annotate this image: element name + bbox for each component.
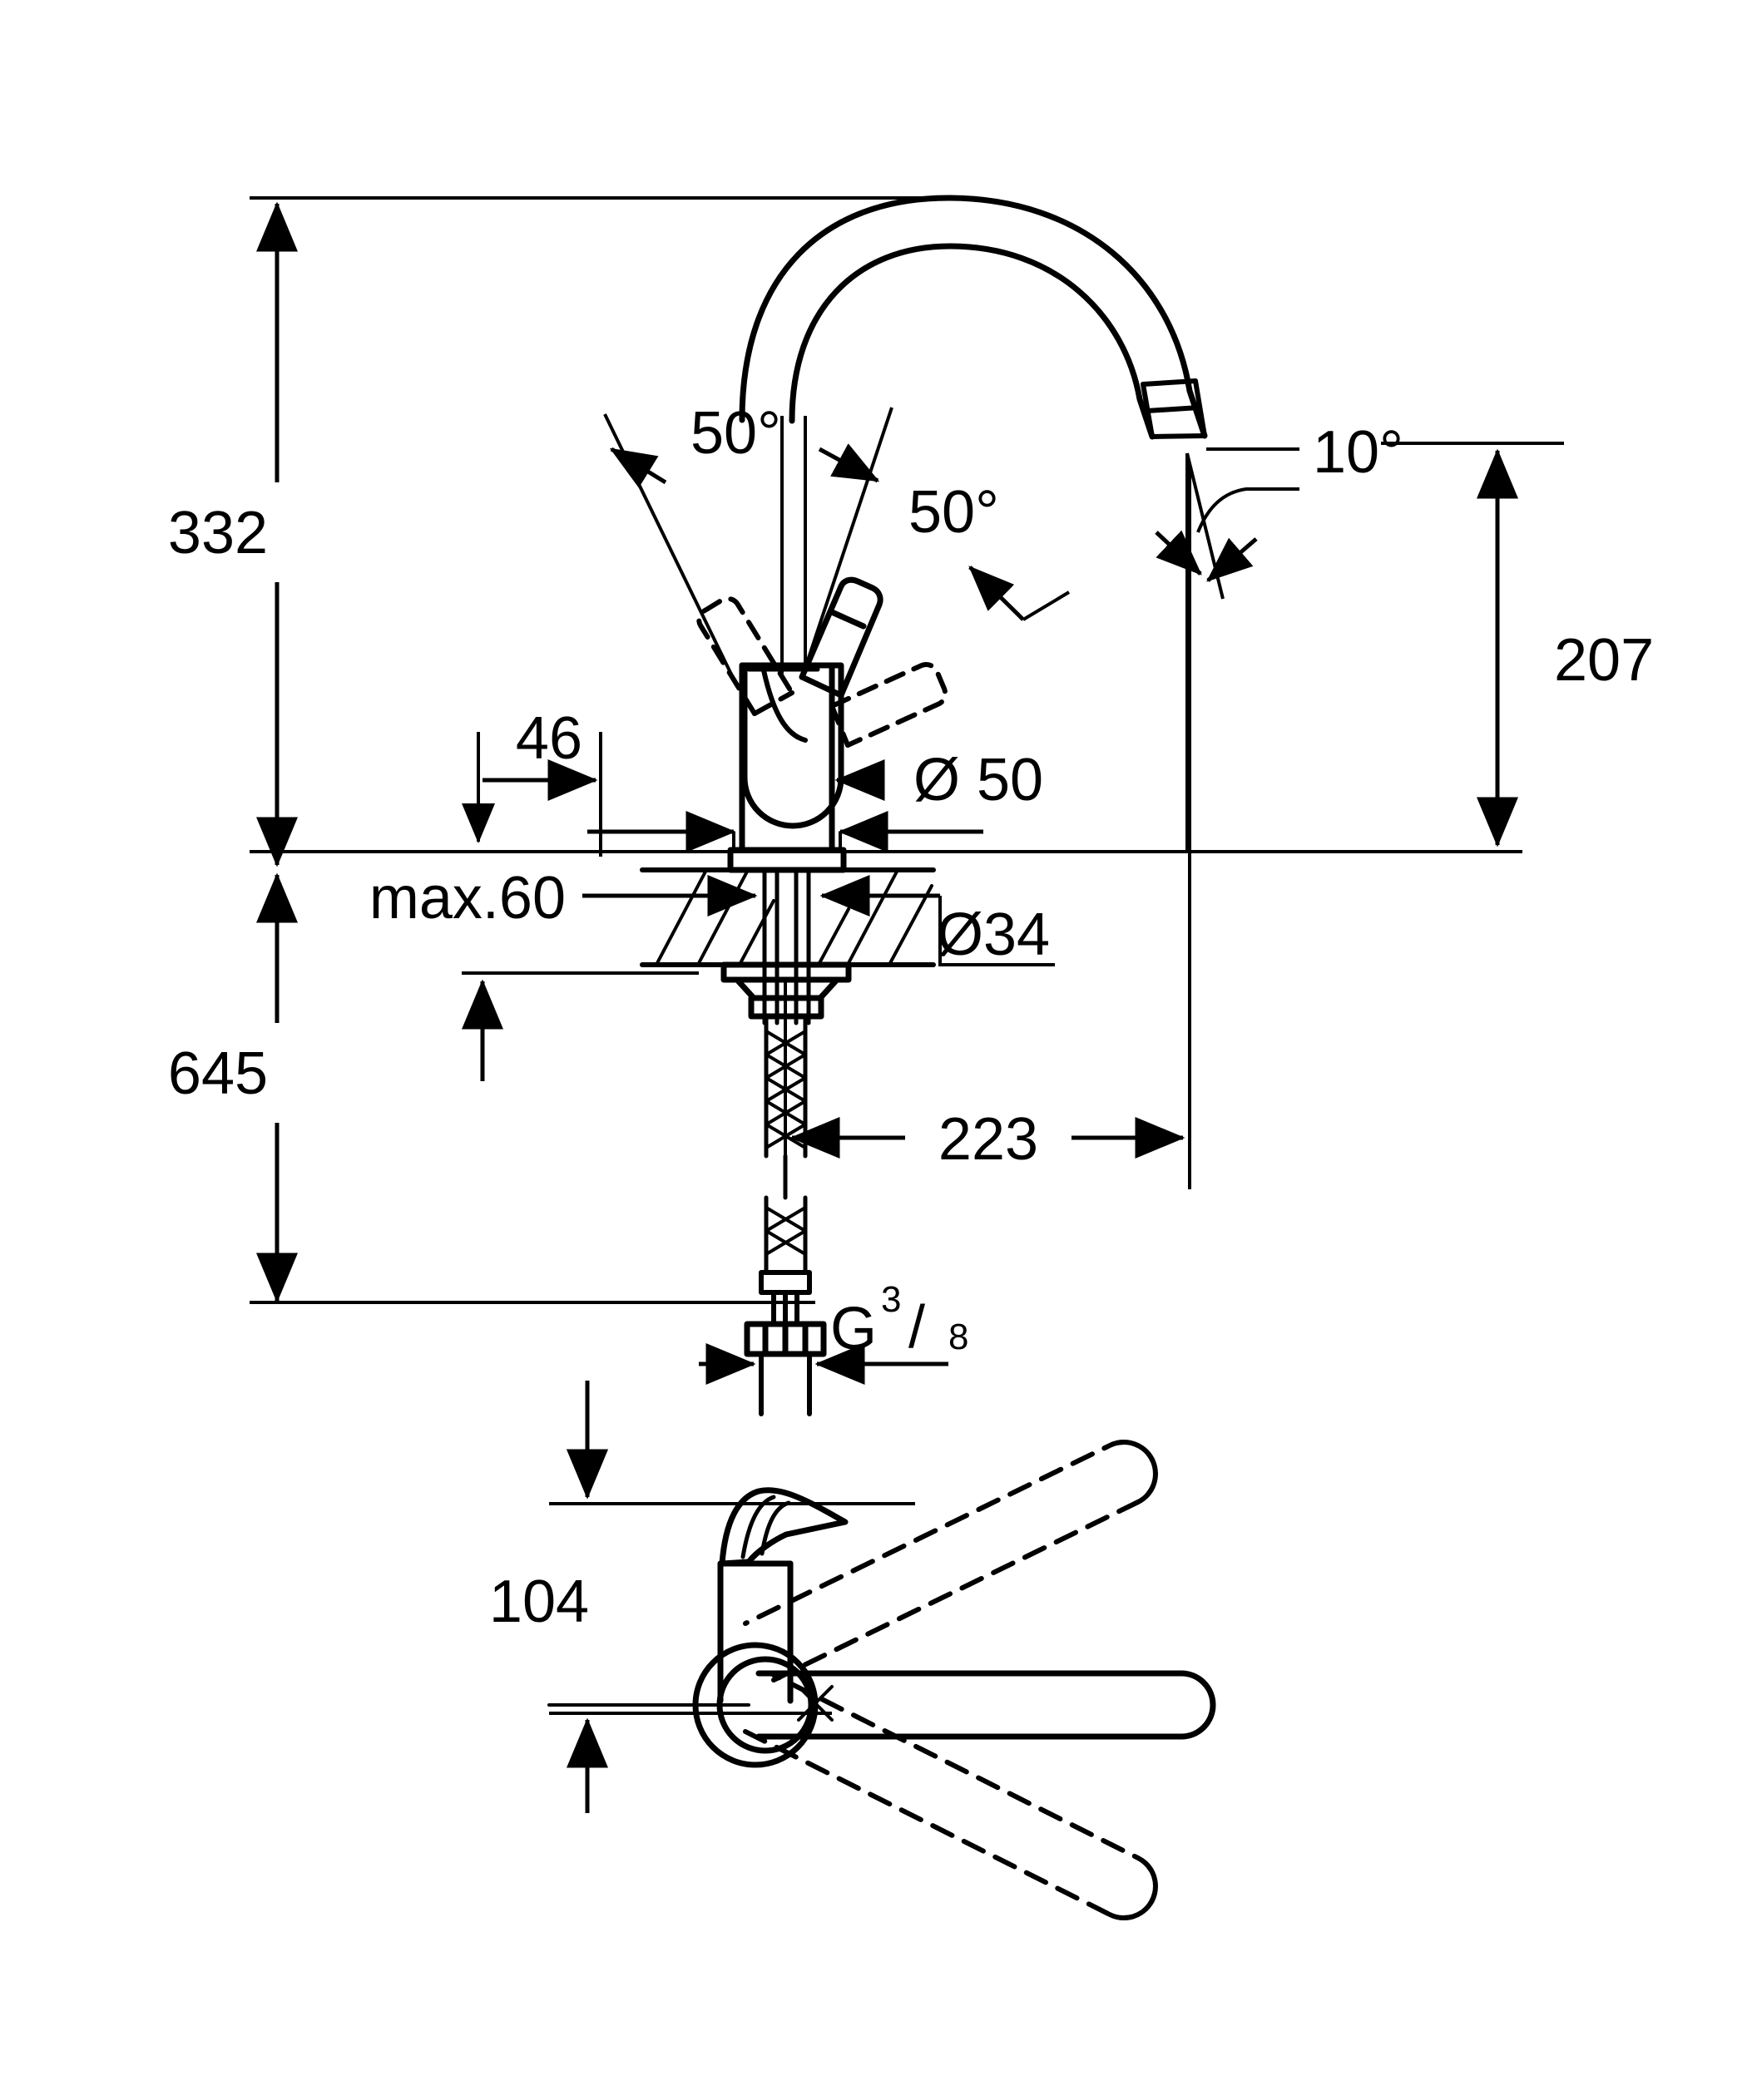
- plan-lever-detail-a: [740, 1495, 776, 1559]
- braided-hose-lower: [764, 1195, 808, 1275]
- dimension-label-d34: Ø34: [937, 902, 1050, 968]
- dimension-332: [250, 196, 957, 867]
- plan-lever-handle: [719, 1487, 849, 1567]
- angle-label-50-left: 50°: [690, 400, 781, 467]
- dimension-label-645: 645: [168, 1040, 268, 1107]
- plan-projection: [549, 1381, 915, 1813]
- angle-arrow-50-right-b: [968, 566, 1025, 621]
- dimension-label-max60: max.60: [369, 865, 566, 931]
- dimension-label-332: 332: [168, 500, 268, 566]
- angle-arrow-50-left: [609, 447, 667, 488]
- dimension-max60: [462, 875, 940, 1081]
- spout-inner-contour: [789, 243, 1156, 440]
- plan-spout-phantom-upper: [743, 1440, 1158, 1682]
- thread-label-slash: /: [908, 1294, 925, 1361]
- lever-handle-solid: [799, 576, 883, 699]
- dimension-label-d50: Ø 50: [913, 747, 1043, 813]
- lever-handle-phantom-right: [829, 662, 948, 748]
- angle-10-spout: [1155, 447, 1299, 852]
- thread-label-denominator: 8: [948, 1317, 968, 1357]
- dimension-d50: [587, 759, 983, 853]
- angle-arrow-10-right: [1206, 537, 1258, 582]
- plan-spout-phantom-lower: [743, 1673, 1158, 1920]
- plan-body-outline: [717, 1560, 794, 1704]
- dimension-label-46: 46: [516, 705, 582, 772]
- aerator-detail: [1141, 378, 1207, 439]
- dimension-d34: [938, 896, 1055, 966]
- dimension-label-207: 207: [1554, 627, 1654, 694]
- plan-centre-mark: [797, 1685, 834, 1722]
- angle-leader-50-right: [1022, 590, 1071, 621]
- plan-lever-detail-b: [760, 1500, 791, 1556]
- angle-leader-10-left: [1196, 487, 1299, 533]
- dimension-645: [250, 872, 815, 1304]
- top-plan-view: [547, 1440, 1216, 1920]
- dimension-label-104: 104: [489, 1569, 589, 1635]
- supply-tube-stub: [759, 1351, 812, 1416]
- dimension-46: [462, 732, 602, 857]
- thread-label-numerator: 3: [881, 1279, 901, 1320]
- dimension-207: [1381, 442, 1564, 847]
- thread-label-prefix: G: [830, 1296, 877, 1362]
- angle-label-50-right: 50°: [908, 479, 999, 546]
- angle-50-left: [603, 413, 784, 685]
- dimension-223: [784, 466, 1191, 1189]
- lever-handle-phantom-left: [696, 595, 794, 716]
- lever-boss-curve: [761, 668, 808, 743]
- thread-label-g38: G 3 / 8: [830, 1279, 968, 1362]
- g38-connector-nut: [744, 1321, 827, 1357]
- angle-label-10: 10°: [1313, 419, 1403, 486]
- angle-50-right: [801, 407, 1071, 676]
- plan-spout-solid: [755, 1670, 1216, 1740]
- angle-arrow-10-left: [1155, 530, 1202, 576]
- leader-d34: [938, 896, 1055, 966]
- hose-end-collar: [759, 1270, 812, 1327]
- angle-arrow-50-right-a: [818, 443, 880, 483]
- dimension-label-223: 223: [938, 1106, 1038, 1173]
